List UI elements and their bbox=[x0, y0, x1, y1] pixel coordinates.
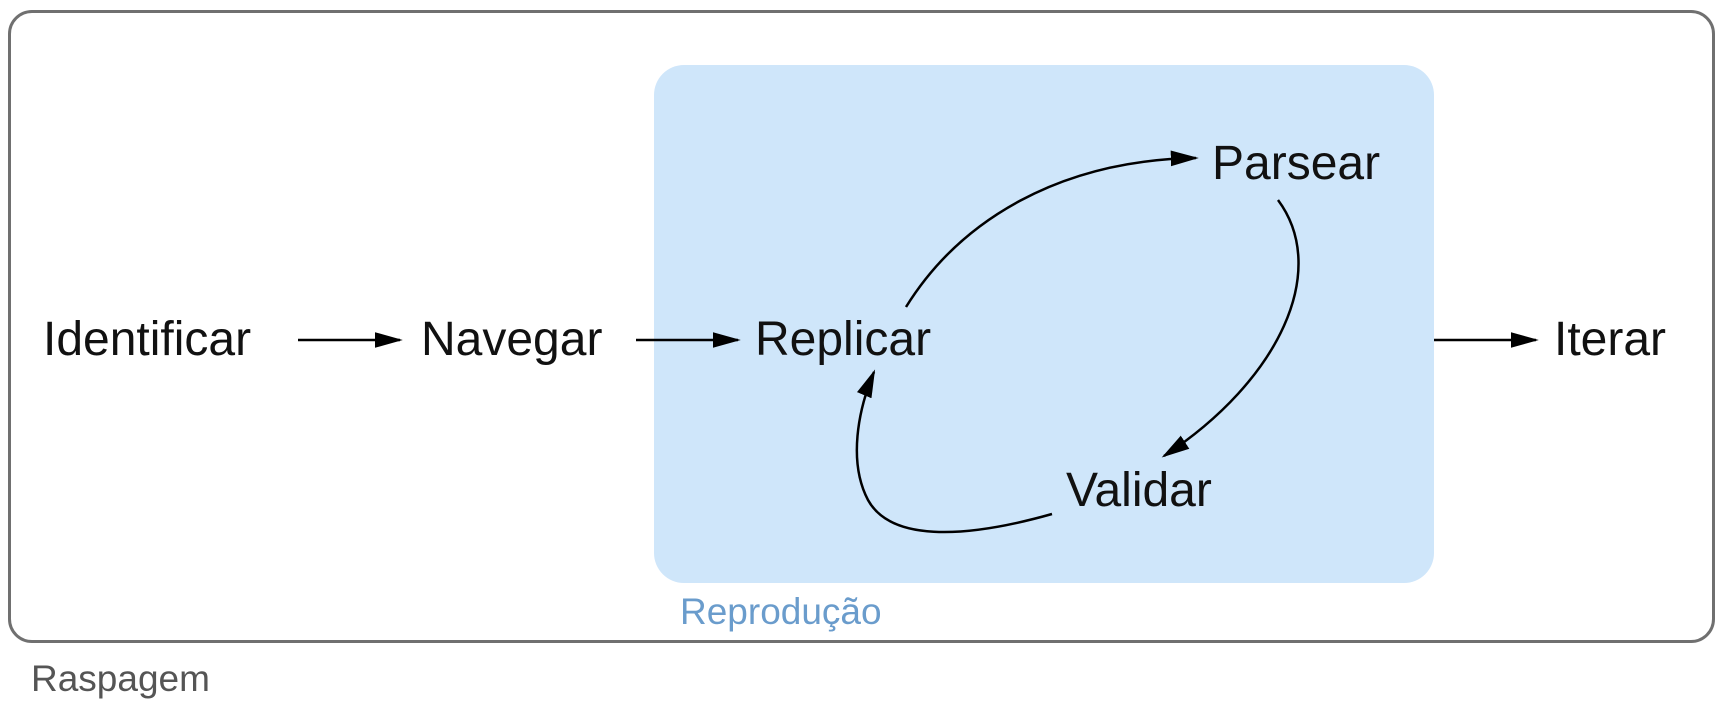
node-replicar: Replicar bbox=[755, 313, 932, 366]
node-parsear: Parsear bbox=[1212, 137, 1381, 190]
node-validar: Validar bbox=[1066, 464, 1212, 517]
node-navegar: Navegar bbox=[421, 313, 603, 366]
node-iterar: Iterar bbox=[1554, 313, 1667, 366]
reproducao-group-label: Reprodução bbox=[680, 591, 882, 632]
raspagem-group-box bbox=[8, 10, 1715, 643]
raspagem-group-label: Raspagem bbox=[31, 658, 210, 699]
node-identificar: Identificar bbox=[43, 313, 252, 366]
